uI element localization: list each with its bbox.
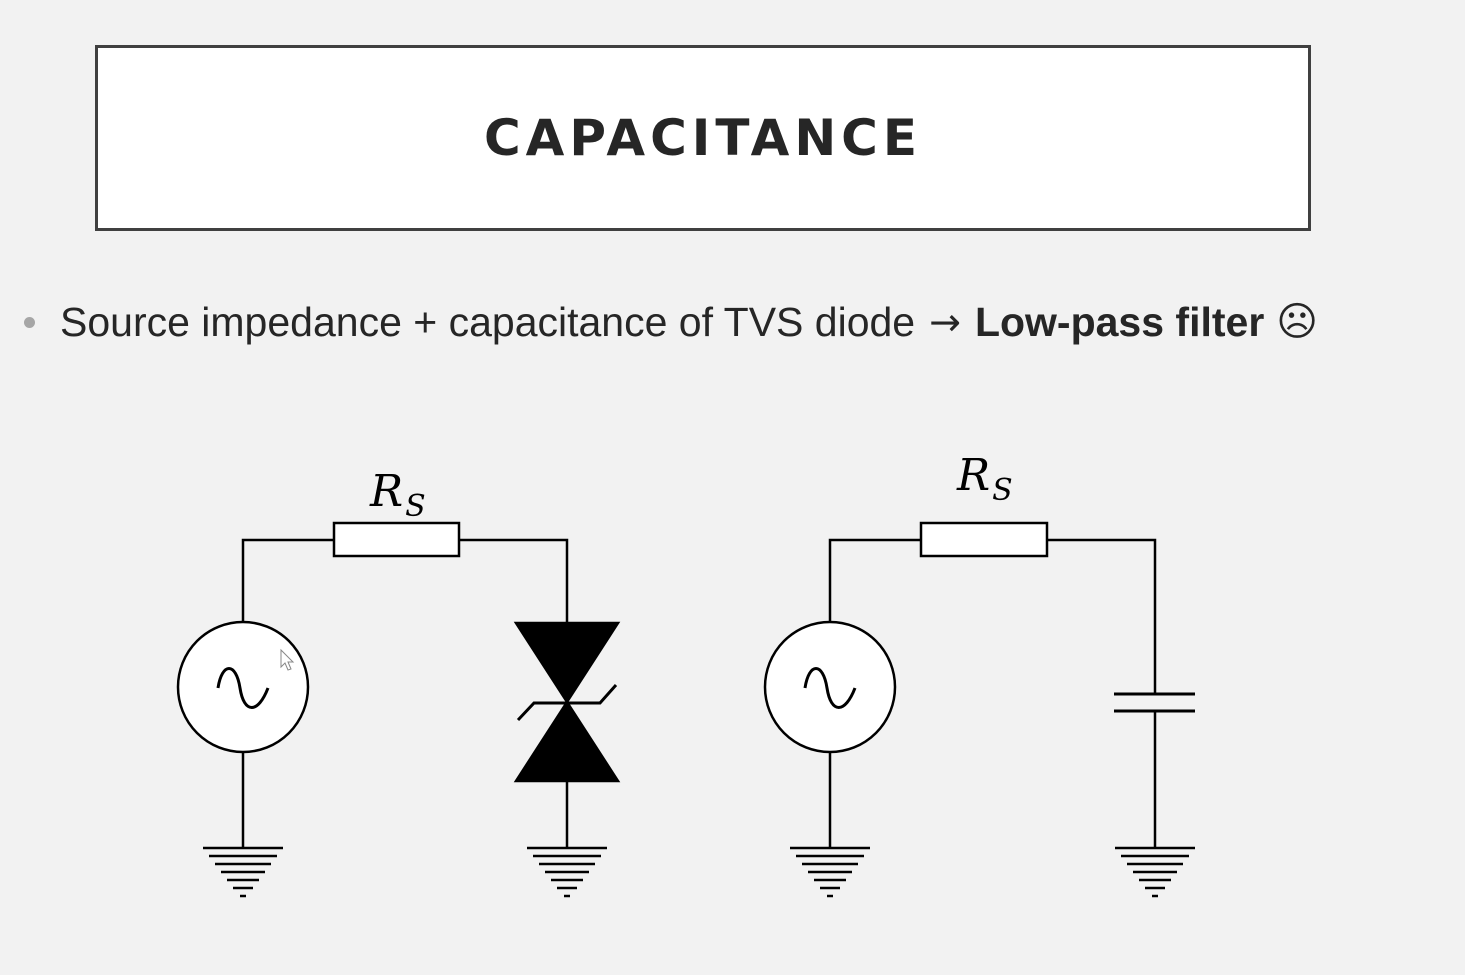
mouse-cursor-icon <box>280 648 295 671</box>
frown-face-icon: ☹ <box>1276 299 1318 345</box>
wire <box>1047 538 1157 694</box>
ground-symbol <box>527 846 607 898</box>
ac-source-symbol <box>176 620 310 754</box>
ground-symbol <box>1115 846 1195 898</box>
ground-symbol <box>203 846 283 898</box>
resistor-symbol <box>332 521 461 558</box>
page-title: CAPACITANCE <box>483 109 923 167</box>
wire <box>459 538 569 624</box>
resistor-symbol <box>919 521 1049 558</box>
wire <box>241 538 334 622</box>
resistor-label: RS <box>956 450 1013 508</box>
capacitor-symbol <box>1114 692 1195 713</box>
tvs-circuit <box>176 521 621 898</box>
bullet-text: Source impedance + capacitance of TVS di… <box>60 298 916 345</box>
bullet-bold-text: Low-pass filter <box>974 298 1265 345</box>
bullet-dot-icon <box>24 316 35 328</box>
ac-source-symbol <box>763 620 897 754</box>
bullet-point: Source impedance + capacitance of TVS di… <box>24 290 1318 354</box>
ground-symbol <box>790 846 870 898</box>
wire <box>828 538 921 622</box>
arrow-icon: → <box>929 300 961 344</box>
resistor-label: RS <box>369 466 426 524</box>
rc-circuit <box>763 521 1195 898</box>
tvs-diode-symbol <box>513 621 621 783</box>
title-box: CAPACITANCE <box>95 45 1311 231</box>
